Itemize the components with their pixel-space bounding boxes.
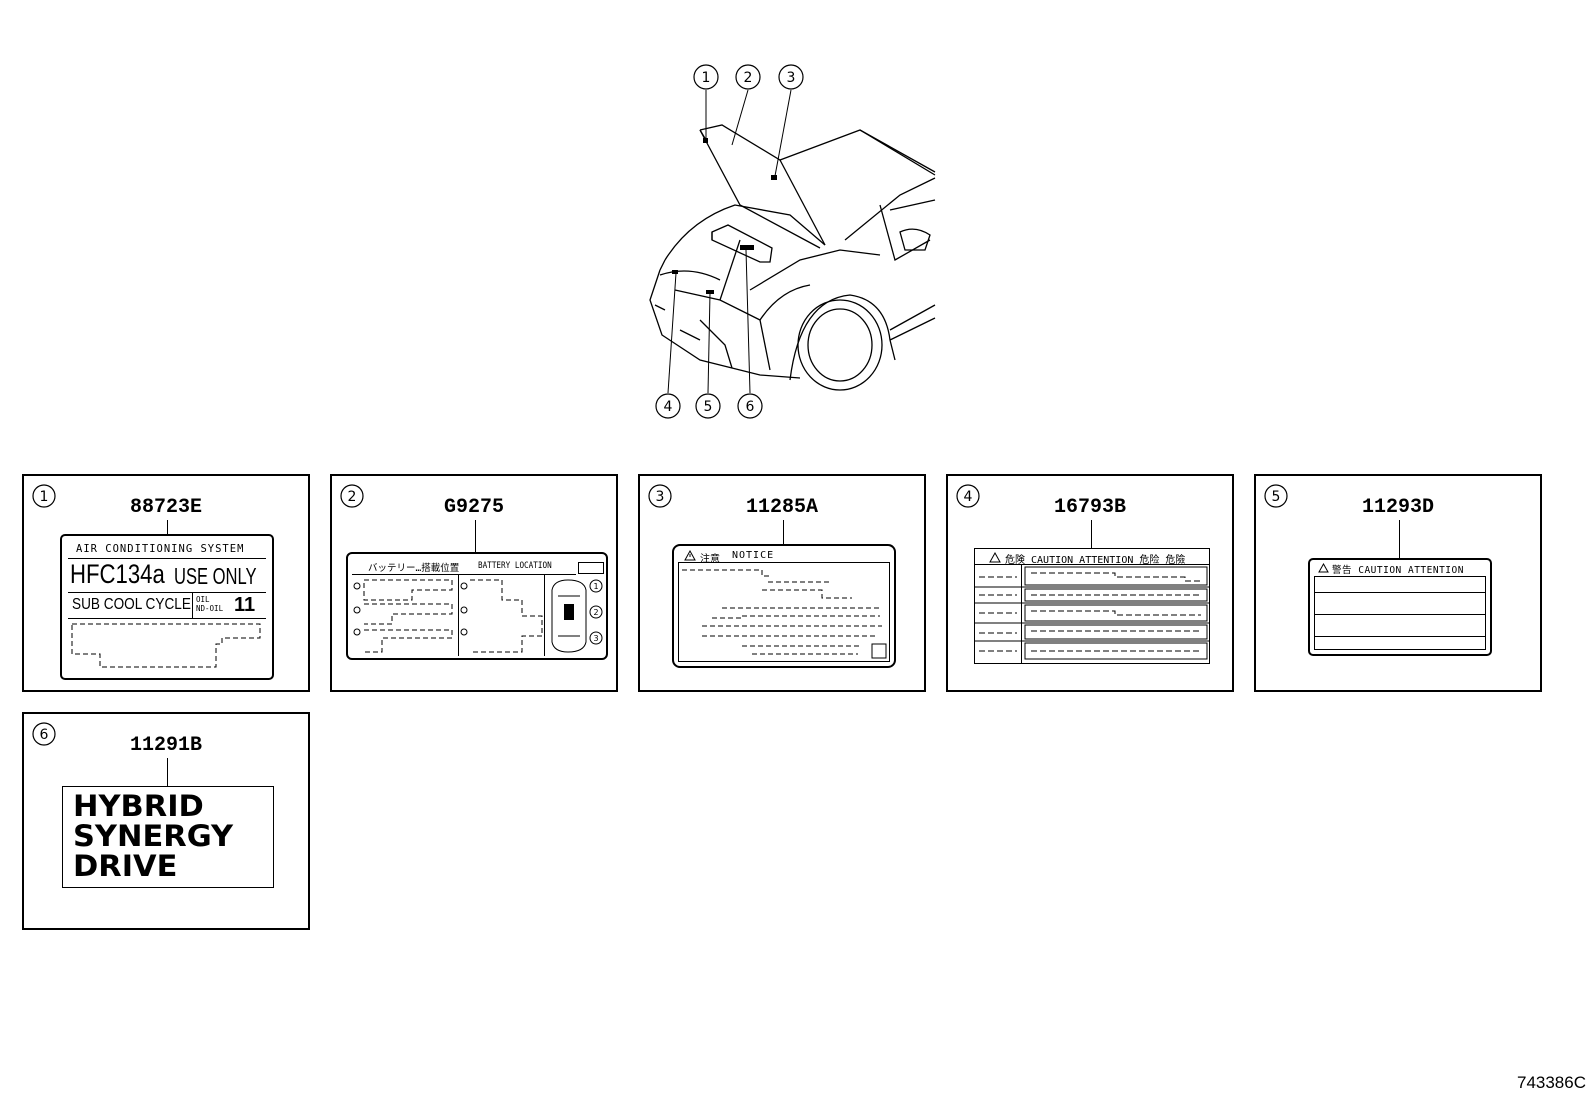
notice-label: 注意 NOTICE (672, 544, 896, 668)
callout-num-3: 3 (787, 70, 796, 86)
car-front-illustration: 1 2 3 4 5 6 (649, 64, 936, 419)
hybrid-synergy-drive-label: HYBRID SYNERGY DRIVE (62, 786, 274, 888)
caution-label-5: 警告 CAUTION ATTENTION (1308, 558, 1492, 656)
callout-circle-2 (735, 64, 761, 90)
callout-num-1: 1 (702, 70, 711, 86)
battery-en-text: BATTERY LOCATION (478, 561, 552, 571)
callout-circle-6 (737, 393, 763, 419)
callout-num-4: 4 (664, 399, 673, 415)
hybrid-line-1: HYBRID (73, 789, 204, 823)
caution-5-text: 警告 CAUTION ATTENTION (1332, 565, 1464, 576)
panel-2: 2 G9275 バッテリー…搭載位置 BATTERY LOCATION (330, 474, 618, 692)
caution-label-4: 危険 CAUTION ATTENTION 危险 危險 (974, 548, 1210, 664)
battery-jp-text: バッテリー…搭載位置 (368, 563, 460, 574)
notice-en-text: NOTICE (732, 550, 775, 561)
panel-1: 1 88723E AIR CONDITIONING SYSTEM HFC134a… (22, 474, 310, 692)
callout-num-6: 6 (746, 399, 755, 415)
svg-text:2: 2 (593, 608, 598, 617)
hybrid-line-2: SYNERGY (73, 819, 234, 853)
panel-5: 5 11293D 警告 CAUTION ATTENTION (1254, 474, 1542, 692)
panel-6: 6 11291B HYBRID SYNERGY DRIVE (22, 712, 310, 930)
caution-4-text: 危険 CAUTION ATTENTION 危险 危險 (1005, 555, 1186, 566)
oil-type-text: ND-OIL (196, 604, 224, 613)
oil-text: OIL (196, 595, 210, 604)
part-number: 11291B (129, 734, 202, 757)
callout-circle-4 (655, 393, 681, 419)
svg-text:3: 3 (593, 634, 598, 643)
svg-text:2: 2 (348, 489, 357, 505)
ac-label: AIR CONDITIONING SYSTEM HFC134a USE ONLY… (60, 534, 274, 680)
svg-text:6: 6 (40, 727, 49, 743)
callout-num-5: 5 (704, 399, 713, 415)
callout-circle-1 (693, 64, 719, 90)
panel-4: 4 16793B 危険 CAUTION ATTENTION 危险 危險 (946, 474, 1234, 692)
svg-text:1: 1 (40, 489, 49, 505)
callout-num-2: 2 (744, 70, 753, 86)
battery-location-label: バッテリー…搭載位置 BATTERY LOCATION (346, 552, 608, 660)
cycle-text: SUB COOL CYCLE (72, 596, 191, 613)
notice-jp-text: 注意 (700, 554, 720, 565)
part-number: 11285A (745, 496, 818, 519)
panel-index-circle: 1 (32, 484, 56, 508)
panel-index-circle: 3 (648, 484, 672, 508)
panel-3: 3 11285A 注意 NOTICE (638, 474, 926, 692)
part-number: G9275 (443, 496, 504, 519)
oil-number-text: 11 (234, 594, 256, 616)
panel-index-circle: 4 (956, 484, 980, 508)
svg-text:1: 1 (593, 582, 598, 591)
use-only-text: USE ONLY (174, 563, 257, 589)
panel-index-circle: 5 (1264, 484, 1288, 508)
svg-text:5: 5 (1272, 489, 1281, 505)
svg-text:3: 3 (656, 489, 665, 505)
part-number: 16793B (1053, 496, 1126, 519)
svg-text:4: 4 (964, 489, 973, 505)
part-number: 11293D (1361, 496, 1434, 519)
callout-circle-5 (695, 393, 721, 419)
document-number: 743386C (1516, 1073, 1586, 1092)
refrigerant-text: HFC134a (70, 559, 165, 589)
hybrid-line-3: DRIVE (73, 849, 178, 883)
panel-index-circle: 6 (32, 722, 56, 746)
ac-system-text: AIR CONDITIONING SYSTEM (76, 543, 245, 555)
panel-index-circle: 2 (340, 484, 364, 508)
callout-circle-3 (778, 64, 804, 90)
part-number: 88723E (129, 496, 202, 519)
